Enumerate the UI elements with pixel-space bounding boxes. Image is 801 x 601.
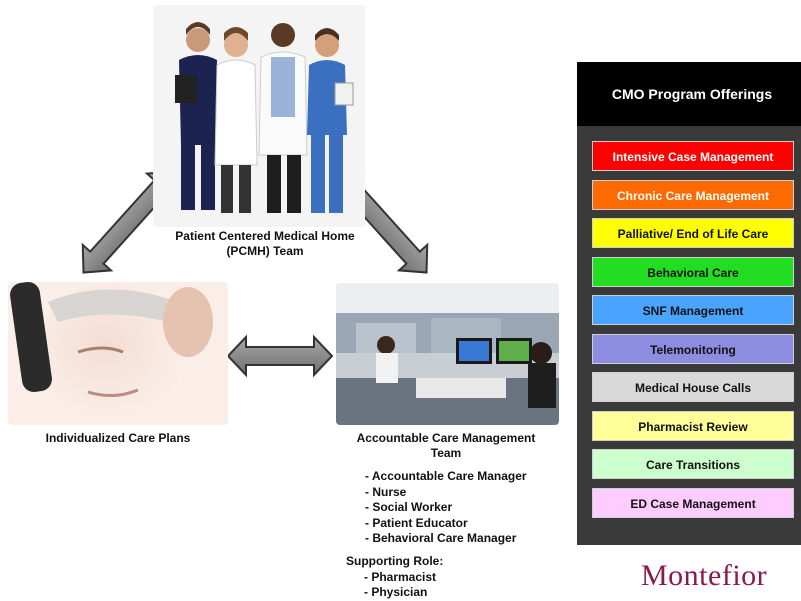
acm-caption: Accountable Care Management Team (330, 431, 562, 461)
pcmh-caption-line1: Patient Centered Medical Home (175, 229, 355, 243)
patient-photo (8, 282, 228, 425)
offering-behavioral-care: Behavioral Care (592, 256, 794, 287)
offering-chronic-care-management: Chronic Care Management (592, 179, 794, 210)
list-item: - Behavioral Care Manager (365, 531, 517, 545)
offering-care-transitions: Care Transitions (592, 449, 794, 479)
list-item: - Physician (364, 585, 428, 599)
supporting-role-title: Supporting Role: (346, 554, 444, 568)
panel-title: CMO Program Offerings (611, 86, 773, 102)
offering-ed-case-management: ED Case Management (592, 487, 794, 518)
pcmh-caption: Patient Centered Medical Home (PCMH) Tea… (150, 229, 380, 259)
offering-snf-management: SNF Management (592, 295, 794, 325)
arrow-patient-acm (226, 334, 334, 378)
acm-member-list: - Accountable Care Manager - Nurse - Soc… (365, 469, 527, 547)
list-item: - Patient Educator (365, 515, 468, 530)
offering-intensive-case-management: Intensive Case Management (592, 141, 794, 171)
offering-medical-house-calls: Medical House Calls (592, 372, 794, 402)
montefiore-logo: Montefior (641, 559, 768, 592)
panel-body: Intensive Case Management Chronic Care M… (577, 126, 801, 545)
list-item: - Social Worker (365, 500, 453, 514)
list-item: - Pharmacist (364, 569, 437, 584)
list-item: - Nurse (365, 484, 407, 499)
pcmh-caption-line2: (PCMH) Team (226, 244, 304, 258)
acm-caption-line1: Accountable Care Management (356, 431, 536, 445)
cmo-offerings-panel: CMO Program Offerings Intensive Case Man… (577, 62, 801, 545)
offering-pharmacist-review: Pharmacist Review (592, 410, 794, 441)
pcmh-team-photo (153, 5, 365, 227)
acm-caption-line2: Team (430, 446, 462, 460)
care-team-office-photo (336, 283, 559, 425)
list-item: - Accountable Care Manager (365, 469, 527, 483)
patient-caption: Individualized Care Plans (45, 431, 191, 445)
offering-palliative-end-of-life-care: Palliative/ End of Life Care (592, 218, 794, 248)
supporting-role-list: Supporting Role: - Pharmacist - Physicia… (346, 554, 443, 601)
offering-telemonitoring: Telemonitoring (592, 333, 794, 364)
